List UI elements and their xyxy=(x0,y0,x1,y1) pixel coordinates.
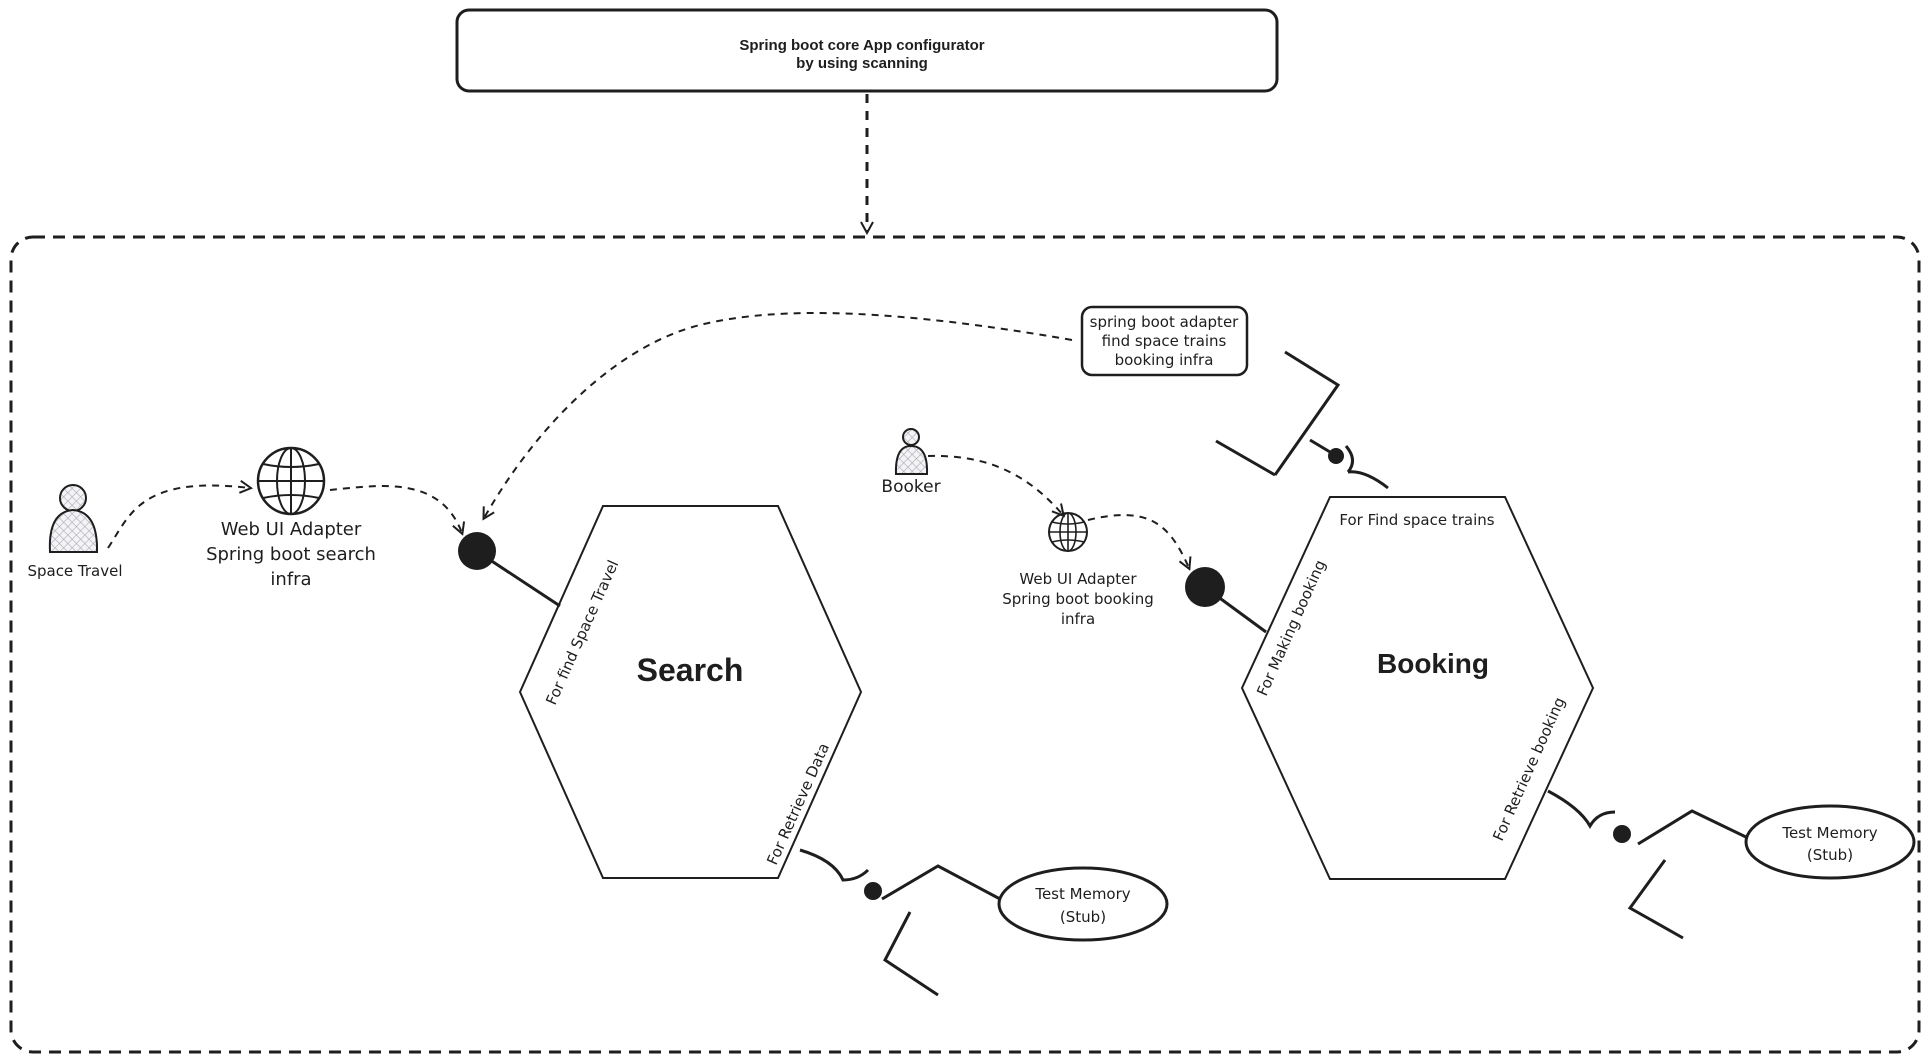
search-port-right-label: For Retrieve Data xyxy=(763,740,833,867)
space-travel-to-web-arrow xyxy=(107,485,250,549)
booking-title: Booking xyxy=(1377,648,1489,679)
booking-hexagon[interactable]: Booking For Find space trains For Making… xyxy=(1240,496,1595,880)
search-stub-line1: Test Memory xyxy=(1034,885,1130,903)
search-port-left-label: For find Space Travel xyxy=(542,557,622,707)
search-stub-line2: (Stub) xyxy=(1060,908,1106,926)
globe-icon xyxy=(256,446,326,516)
web-booking-line1: Web UI Adapter xyxy=(1019,570,1137,588)
search-primary-port[interactable] xyxy=(458,532,561,608)
booking-secondary-port[interactable] xyxy=(1547,789,1749,940)
search-test-memory-stub[interactable]: Test Memory (Stub) xyxy=(997,866,1169,942)
spring-adapter-line3: booking infra xyxy=(1115,351,1214,369)
booking-top-port[interactable] xyxy=(1215,350,1389,490)
web-search-line2: Spring boot search xyxy=(206,544,376,565)
person-icon xyxy=(48,484,99,553)
booker-actor[interactable]: Booker xyxy=(881,428,941,497)
space-travel-label: Space Travel xyxy=(27,562,122,580)
web-search-line3: infra xyxy=(270,569,311,590)
globe-icon xyxy=(1048,512,1088,552)
configurator-title-line2: by using scanning xyxy=(796,55,928,72)
web-to-booking-port-arrow xyxy=(1087,514,1189,568)
booking-port-right-label: For Retrieve booking xyxy=(1489,694,1569,843)
web-to-search-port-arrow xyxy=(329,485,462,533)
search-title: Search xyxy=(637,652,744,688)
spring-adapter-line1: spring boot adapter xyxy=(1090,313,1240,331)
booking-stub-line1: Test Memory xyxy=(1781,824,1877,842)
spring-boot-adapter-box[interactable]: spring boot adapter find space trains bo… xyxy=(1080,305,1249,377)
spring-adapter-to-search-arrow xyxy=(484,312,1073,518)
web-ui-adapter-booking[interactable]: Web UI Adapter Spring boot booking infra xyxy=(1002,512,1154,628)
web-booking-line2: Spring boot booking xyxy=(1002,590,1153,608)
search-hexagon[interactable]: Search For find Space Travel For Retriev… xyxy=(518,505,863,879)
booking-port-top-label: For Find space trains xyxy=(1339,511,1494,529)
web-ui-adapter-search[interactable]: Web UI Adapter Spring boot search infra xyxy=(206,446,376,590)
booker-to-web-arrow xyxy=(927,454,1063,515)
configurator-box[interactable]: Spring boot core App configurator by usi… xyxy=(455,8,1279,93)
application-boundary xyxy=(9,235,1921,1054)
booking-port-left-label: For Making booking xyxy=(1253,557,1329,698)
configurator-title-line1: Spring boot core App configurator xyxy=(739,37,984,54)
booker-label: Booker xyxy=(881,477,940,497)
person-icon xyxy=(894,428,929,475)
booking-test-memory-stub[interactable]: Test Memory (Stub) xyxy=(1744,804,1916,880)
booking-stub-line2: (Stub) xyxy=(1807,846,1853,864)
search-secondary-port[interactable] xyxy=(799,848,1001,997)
spring-adapter-line2: find space trains xyxy=(1102,332,1227,350)
web-booking-line3: infra xyxy=(1061,610,1095,628)
space-travel-actor[interactable]: Space Travel xyxy=(27,484,123,580)
booking-primary-port[interactable] xyxy=(1185,567,1267,634)
web-search-line1: Web UI Adapter xyxy=(221,519,362,540)
